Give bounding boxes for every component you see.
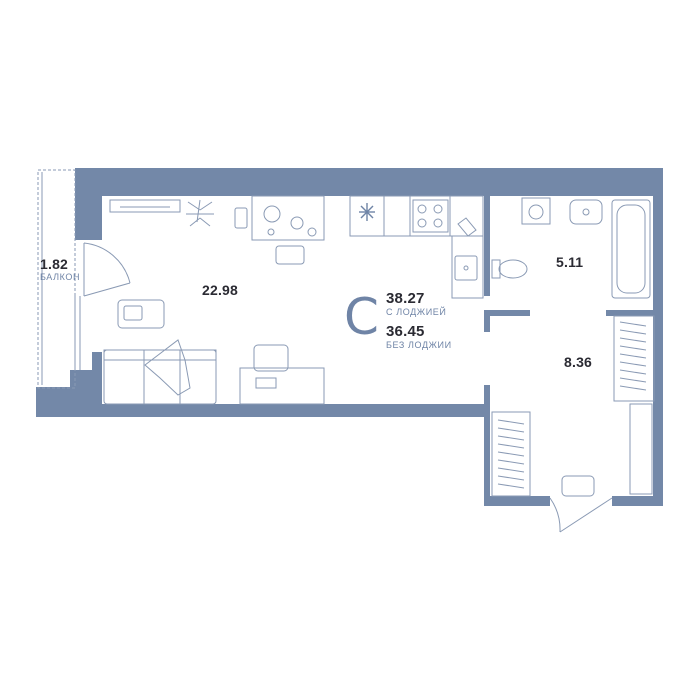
stove-icon (412, 199, 449, 233)
living-room-area: 22.98 (202, 282, 239, 298)
with-loggia-label: С ЛОДЖИЕЙ (386, 307, 447, 317)
washing-machine-icon (521, 197, 551, 225)
balcony-door (83, 242, 131, 297)
balcony-area: 1.82 (40, 256, 69, 272)
plant-icon (186, 199, 214, 227)
balcony-outline (37, 169, 81, 389)
apartment-type-letter: С (344, 288, 379, 346)
hallway-area: 8.36 (564, 354, 593, 370)
sink-icon (454, 255, 478, 281)
without-loggia-label: БЕЗ ЛОДЖИИ (386, 340, 452, 350)
furniture (103, 195, 655, 497)
total-with-loggia: 38.27 (386, 290, 425, 307)
entrance-door (549, 497, 613, 533)
bathtub-icon (611, 199, 651, 299)
toilet-icon (491, 259, 528, 279)
fridge-snowflake-icon (359, 203, 375, 221)
total-without-loggia: 36.45 (386, 323, 425, 340)
walls (36, 168, 663, 506)
balcony-label: БАЛКОН (40, 272, 81, 282)
bathroom-area: 5.11 (556, 254, 584, 270)
